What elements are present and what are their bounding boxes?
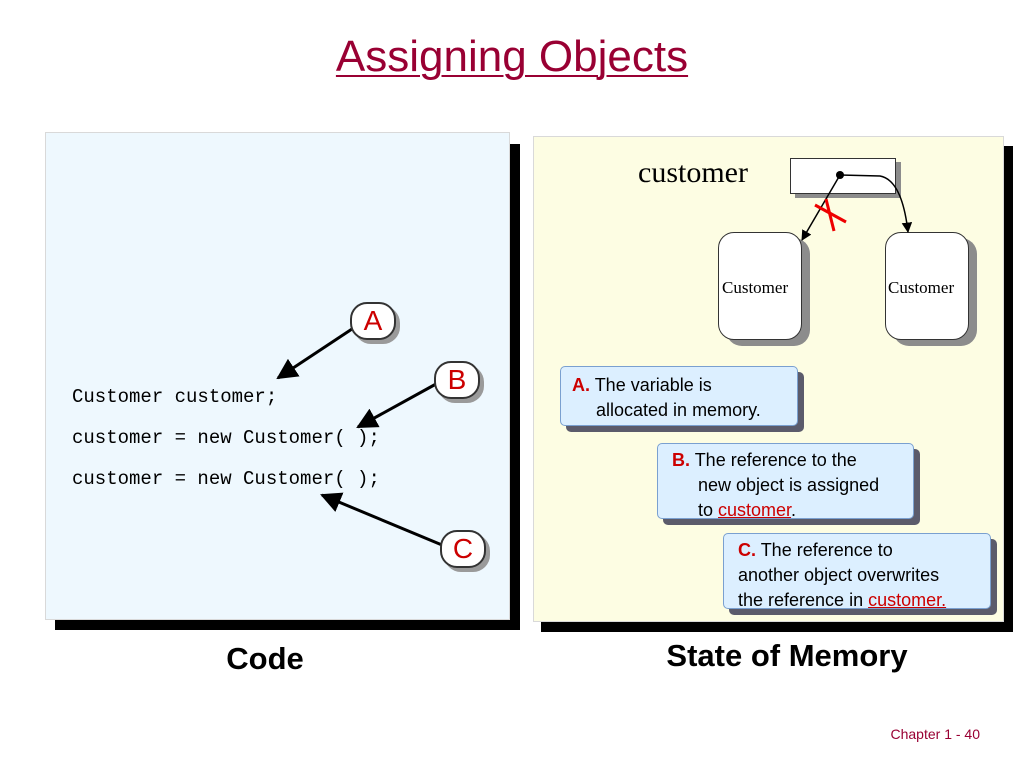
code-line-1: Customer customer; bbox=[72, 386, 278, 408]
note-b-line2: new object is assigned bbox=[698, 475, 880, 495]
arrow-c bbox=[320, 492, 443, 547]
note-b: B. The reference to the new object is as… bbox=[657, 443, 914, 520]
note-a-letter: A. bbox=[572, 375, 590, 395]
badge-b: B bbox=[434, 361, 480, 399]
cross-out-icon bbox=[814, 198, 847, 232]
note-b-line3-post: . bbox=[791, 500, 797, 520]
arrow-a bbox=[276, 327, 353, 380]
customer-object-1-label: Customer bbox=[722, 278, 789, 297]
code-line-3: customer = new Customer( ); bbox=[72, 468, 380, 490]
note-c-line2: another object overwrites bbox=[738, 565, 940, 585]
note-a-line2: allocated in memory. bbox=[596, 400, 761, 420]
note-b-line1: The reference to the bbox=[694, 450, 857, 470]
badge-a: A bbox=[350, 302, 396, 340]
note-a: A. The variable is allocated in memory. bbox=[560, 366, 798, 426]
note-c-line1: The reference to bbox=[760, 540, 893, 560]
arrow-b bbox=[356, 382, 437, 429]
slide-footer: Chapter 1 - 40 bbox=[890, 726, 981, 742]
note-b-line3-pre: to bbox=[698, 500, 719, 520]
variable-label: customer bbox=[638, 156, 748, 189]
customer-object-2-label: Customer bbox=[888, 278, 955, 297]
note-b-letter: B. bbox=[672, 450, 690, 470]
note-c-letter: C. bbox=[738, 540, 756, 560]
code-section-label: Code bbox=[226, 641, 304, 676]
note-b-ref: customer bbox=[718, 500, 792, 520]
note-c: C. The reference to another object overw… bbox=[723, 533, 991, 610]
note-c-ref: customer. bbox=[868, 590, 947, 610]
reference-arrow-new bbox=[839, 174, 913, 234]
note-c-line3-pre: the reference in bbox=[738, 590, 869, 610]
slide-title: Assigning Objects bbox=[335, 32, 689, 81]
badge-c: C bbox=[440, 530, 486, 568]
memory-section-label: State of Memory bbox=[666, 638, 908, 673]
customer-object-2 bbox=[885, 232, 969, 340]
note-a-line1: The variable is bbox=[594, 375, 712, 395]
customer-object-1 bbox=[718, 232, 802, 340]
code-line-2: customer = new Customer( ); bbox=[72, 427, 380, 449]
